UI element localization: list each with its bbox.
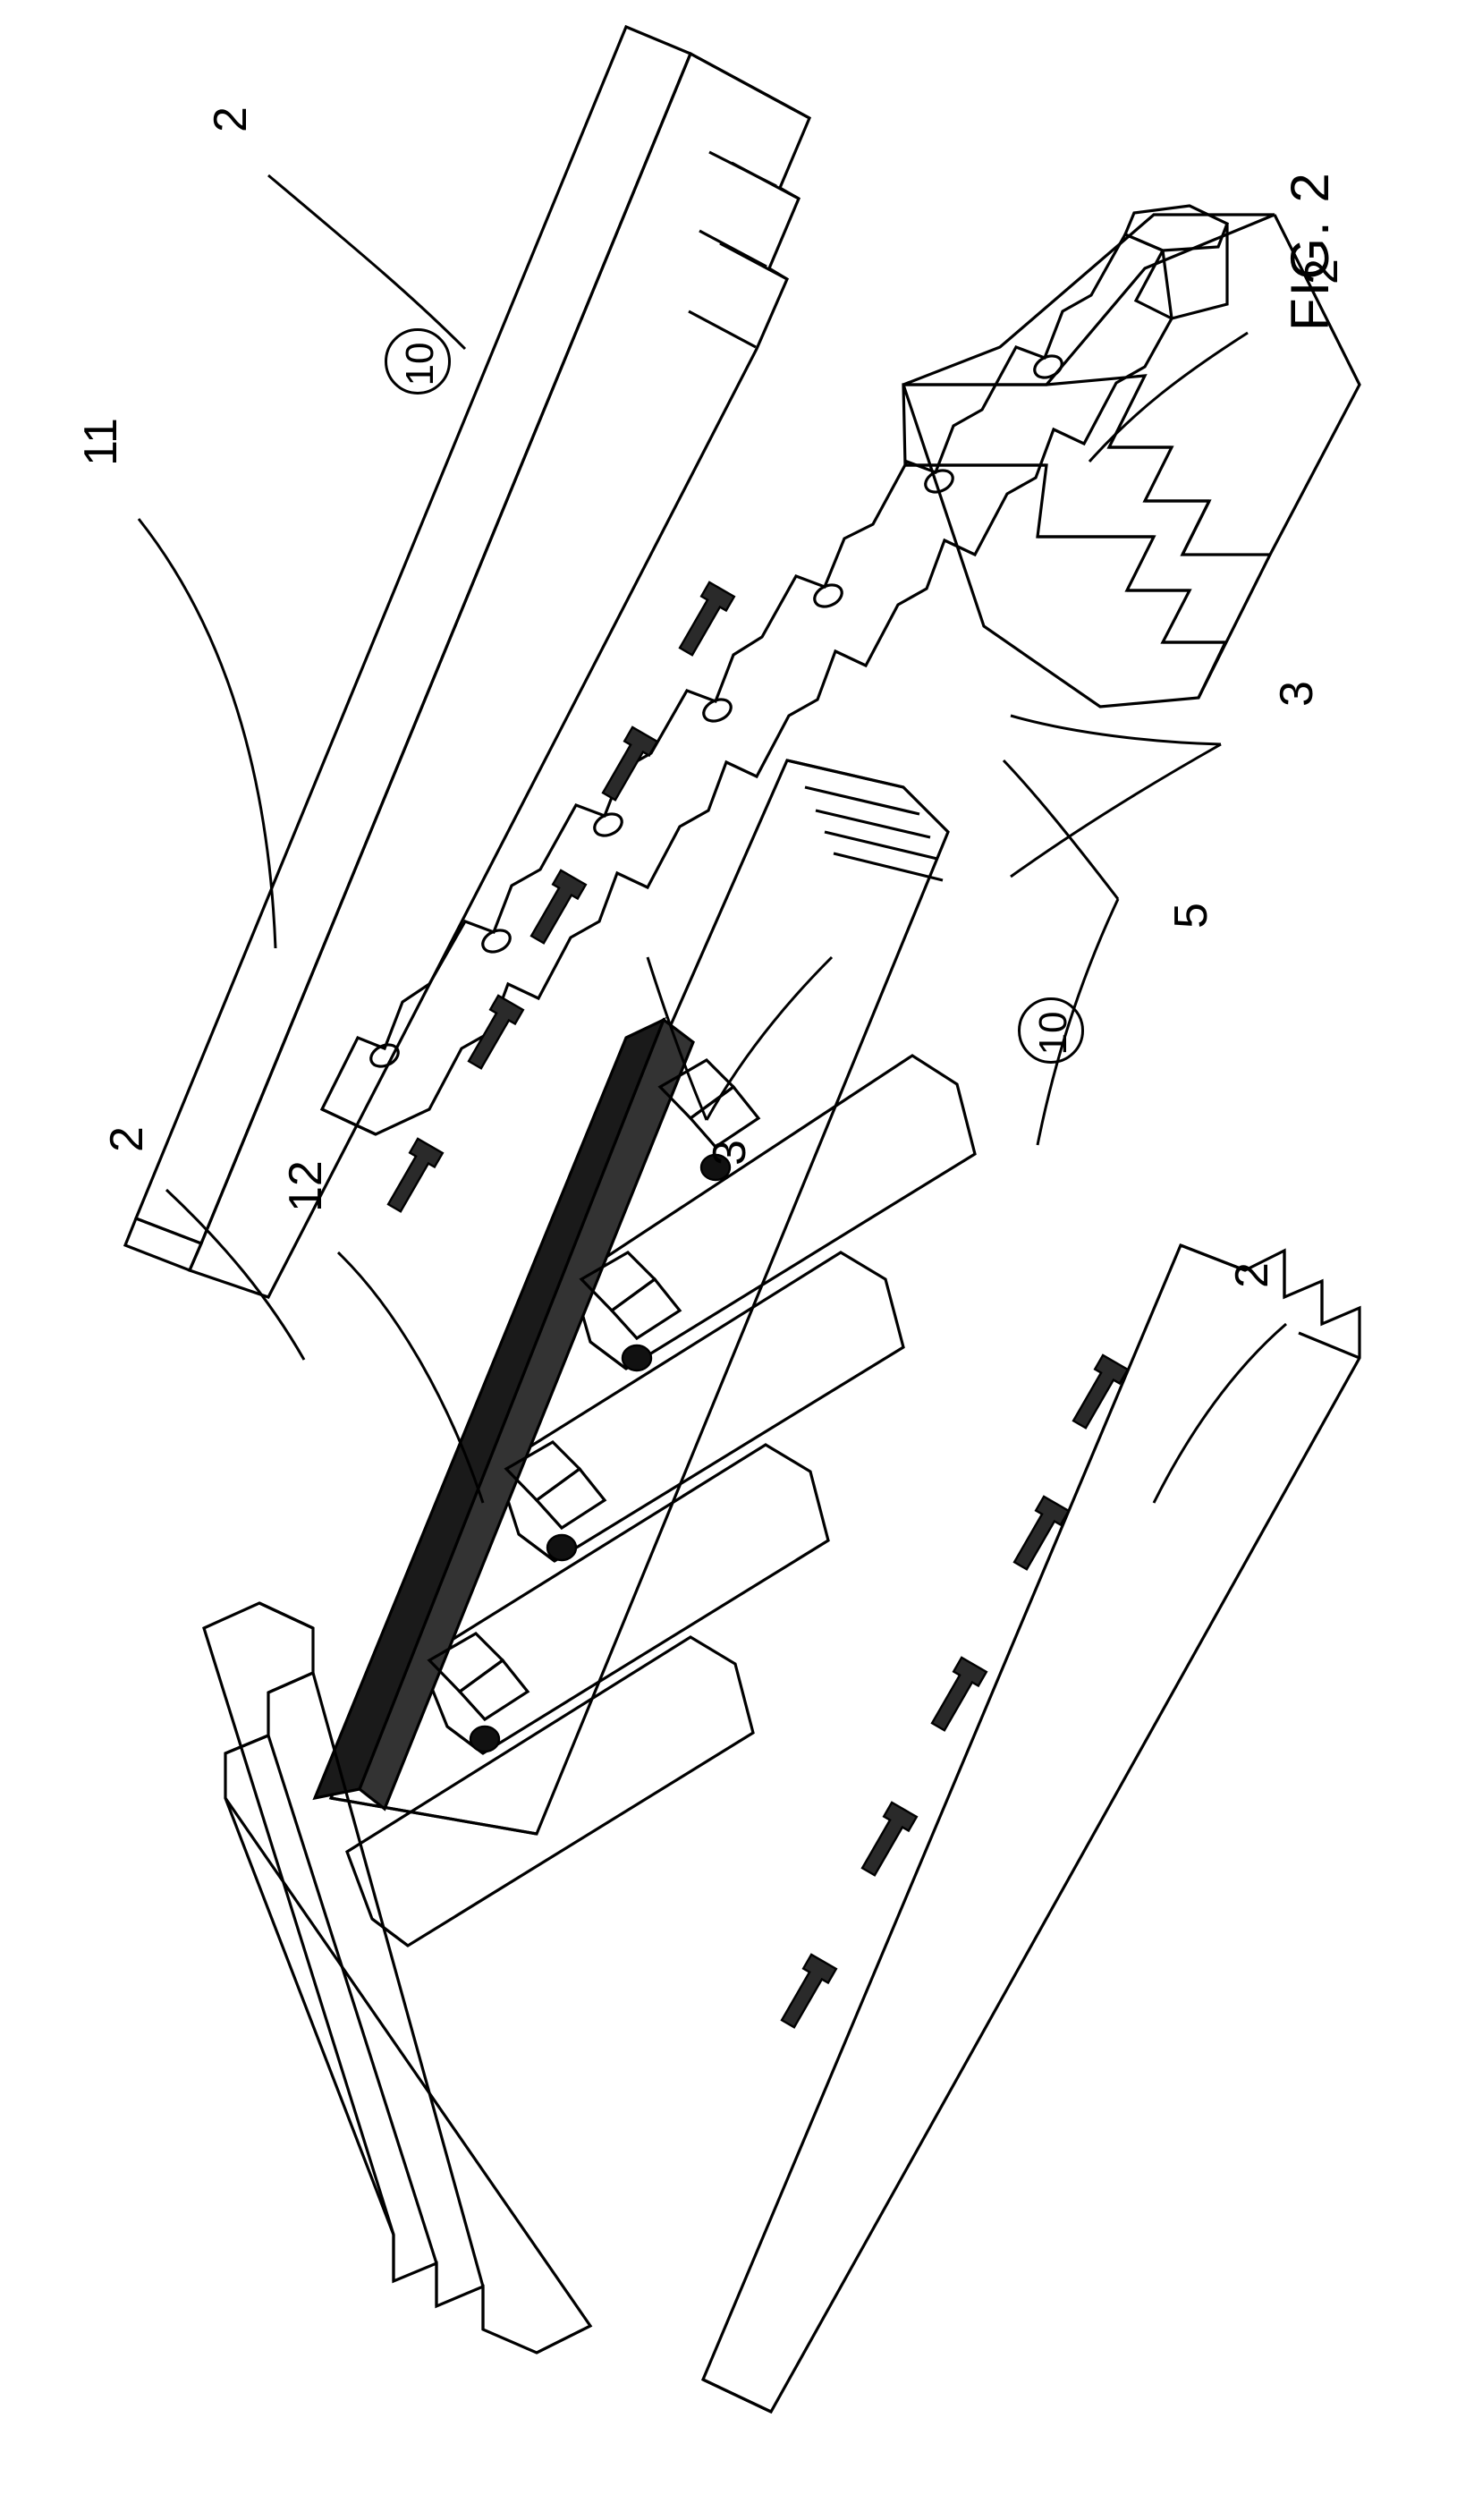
circled-numeral-10-upper-text: 10 — [398, 342, 442, 386]
rail-upper-right — [902, 213, 1361, 708]
plate-11 — [319, 204, 1230, 1136]
ref-numeral-3-right: 3 — [1271, 681, 1323, 707]
ref-numeral-11: 11 — [75, 418, 127, 466]
ref-numeral-2-top-left: 2 — [205, 106, 257, 132]
cross-beams — [345, 1054, 977, 1947]
figure-title: FIG. 2 — [1280, 171, 1340, 331]
rail-upper-left — [123, 24, 812, 1299]
central-slat-stack — [328, 759, 950, 1836]
ref-numeral-2-bottom-left: 2 — [101, 1126, 153, 1152]
ref-numeral-5: 5 — [1165, 903, 1217, 929]
ref-numeral-2-bottom: 2 — [1226, 1262, 1278, 1288]
screws — [386, 581, 1130, 2029]
circled-numeral-10-lower-text: 10 — [1031, 1011, 1075, 1056]
circled-numeral-10-upper: 10 — [385, 328, 451, 395]
circled-numeral-10-lower: 10 — [1018, 997, 1084, 1064]
ref-numeral-3-center: 3 — [704, 1140, 756, 1166]
connector-tabs — [427, 1058, 761, 1722]
ref-numeral-2-right: 2 — [1296, 259, 1348, 284]
pegs — [469, 1153, 732, 1753]
rail-lower-right — [700, 1243, 1361, 2414]
ref-numeral-12: 12 — [280, 1160, 332, 1212]
rail-lower-left — [202, 1601, 593, 2355]
dark-bar-12 — [312, 1016, 695, 1812]
leader-lines — [137, 174, 1287, 1504]
